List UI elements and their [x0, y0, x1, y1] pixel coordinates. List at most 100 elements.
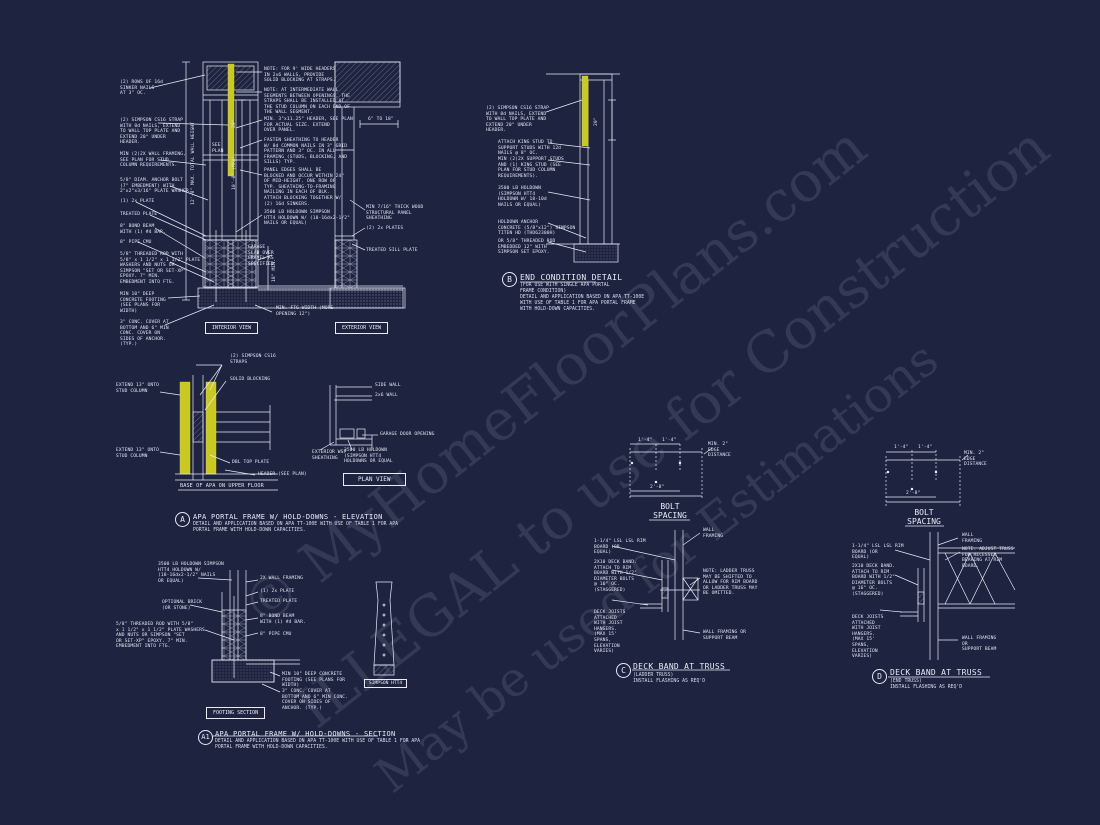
- interior-rnote-8: MIN. FTG WIDTH (MORE OPENING 12"): [276, 306, 334, 317]
- interior-dim-10ft: 10'-0" (MAX): [232, 155, 237, 190]
- exterior-dim: 6" TO 18": [368, 117, 394, 122]
- plan-view-drawing: [319, 385, 378, 451]
- bolt-d-dim-3: 2'-8": [906, 491, 921, 496]
- end-note-6: OR 5/8" THREADED ROD EMBEDDED 12" WITH S…: [498, 239, 556, 256]
- deck-d-note-truss: NOTE: ADJUST TRUSS FOR RECESSED BEARING …: [962, 547, 1014, 569]
- detail-b-marker: B: [502, 272, 517, 287]
- end-note-3: MIN (2)2X SUPPORT STUDS AND (1) KING STU…: [498, 157, 564, 179]
- detail-d-subtitle: (END TRUSS) INSTALL FLASHING AS REQ'D: [890, 679, 963, 690]
- exterior-note-3: TREATED SILL PLATE: [366, 248, 418, 253]
- deck-band-d-drawing: [879, 532, 1016, 660]
- bolt-d-dim-1: 1'-4": [894, 445, 909, 450]
- deck-d-note-joists: DECK JOISTS ATTACHED WITH JOIST HANGERS.…: [852, 615, 884, 660]
- interior-rnote-1: NOTE: FOR 9' WIDE HEADERS IN 2x6 WALLS, …: [264, 67, 336, 84]
- simpson-htt4-label: SIMPSON HTT4: [364, 679, 408, 688]
- portal-note-straps: (2) SIMPSON CS16 STRAPS: [230, 354, 276, 365]
- deck-d-note-band: 2X10 DECK BAND. ATTACH TO RIM BOARD WITH…: [852, 564, 895, 597]
- detail-c-marker: C: [616, 663, 631, 678]
- bolt-d-title: BOLT SPACING: [907, 508, 941, 526]
- interior-note-3: MIN (2)2X WALL FRAMING, SEE PLAN FOR STU…: [120, 152, 186, 169]
- bolt-c-title: BOLT SPACING: [653, 502, 687, 520]
- section-note-cmu: 8" PIPE CMU: [260, 632, 292, 637]
- bolt-d-edge: MIN. 2" EDGE DISTANCE: [964, 451, 987, 468]
- interior-rnote-4: FASTEN SHEATHING TO HEADER W/ 8d COMMON …: [264, 138, 348, 166]
- interior-view-label: INTERIOR VIEW: [205, 322, 259, 334]
- end-dim-20in: 20": [594, 117, 599, 126]
- section-note-brick: OPTIONAL BRICK (OR STONE): [162, 600, 203, 611]
- detail-a-marker: A: [175, 512, 190, 527]
- interior-dim-see-plan: SEE PLAN: [212, 143, 224, 154]
- deck-c-note-wall: WALL FRAMING: [703, 528, 724, 539]
- plan-view-label: PLAN VIEW: [343, 473, 406, 486]
- interior-dim-12ft: 12'-0" MAX. TOTAL WALL HEIGHT: [191, 121, 196, 205]
- portal-note-extend-bottom: EXTEND 13" ONTO STUD COLUMN: [116, 448, 159, 459]
- portal-caption: BASE OF APA ON UPPER FLOOR: [180, 483, 264, 489]
- portal-note-extend-top: EXTEND 13" ONTO STUD COLUMN: [116, 383, 159, 394]
- detail-d-marker: D: [872, 669, 887, 684]
- portal-note-blocking: SOLID BLOCKING: [230, 377, 271, 382]
- detail-a-title: APA PORTAL FRAME W/ HOLD-DOWNS - ELEVATI…: [193, 513, 383, 521]
- end-condition-drawing: [545, 73, 620, 263]
- deck-c-note-ladder: NOTE: LADDER TRUSS MAY BE SHIFTED TO ALL…: [703, 569, 758, 597]
- section-note-bond: 8" BOND BEAM WITH (1) #4 BAR.: [260, 614, 306, 625]
- section-note-holdown: 3500 LB HOLDOWN SIMPSON HTT4 HOLDOWN W/ …: [158, 562, 224, 584]
- interior-rnote-5: PANEL EDGES SHALL BE BLOCKED AND OCCUR W…: [264, 168, 345, 207]
- portal-elevation-drawing: [159, 364, 278, 481]
- interior-rnote-2: NOTE: AT INTERMEDIATE WALL SEGMENTS BETW…: [264, 88, 350, 116]
- interior-dim-18in: 18" MIN.: [272, 259, 277, 282]
- plan-note-2x6: 2x6 WALL: [375, 393, 398, 398]
- interior-note-11: 3" CONC. COVER AT BOTTOM AND 6" MIN CONC…: [120, 320, 169, 348]
- deck-c-note-band: 2X10 DECK BAND. ATTACH TO RIM BOARD WITH…: [594, 560, 637, 593]
- end-note-1: (2) SIMPSON CS16 STRAP WITH 8d NAILS, EX…: [486, 106, 550, 134]
- plan-note-garage: GARAGE DOOR OPENING: [380, 432, 435, 437]
- exterior-view-label: EXTERIOR VIEW: [335, 322, 389, 334]
- interior-rnote-7: GARAGE SLAB OVER GRAVEL AS SPECIFIED: [248, 245, 274, 267]
- deck-d-note-wall: WALL FRAMING: [962, 533, 983, 544]
- detail-d-title: DECK BAND AT TRUSS: [890, 668, 983, 677]
- bolt-spacing-c-drawing: [629, 443, 713, 500]
- interior-note-9: 5/8" THREADED ROD WITH 5/8" x 1 1/2" x 1…: [120, 252, 201, 285]
- interior-note-8: 8" PIPE CMU: [120, 240, 152, 245]
- end-note-4: 3500 LB HOLDOWN (SIMPSON HTT4 HOLDOWN W/…: [498, 186, 547, 208]
- deck-d-note-beam: WALL FRAMING OR SUPPORT BEAM: [962, 636, 997, 653]
- section-note-footing: MIN 10" DEEP CONCRETE FOOTING (SEE PLANS…: [282, 672, 346, 689]
- footing-section-drawing: [189, 570, 395, 693]
- deck-c-note-beam: WALL FRAMING OR SUPPORT BEAM: [703, 630, 746, 641]
- bolt-c-edge: MIN. 2" EDGE DISTANCE: [708, 442, 731, 459]
- deck-d-note-rim: 1-1/4" LSL LSL RIM BOARD (OR EQUAL): [852, 544, 904, 561]
- exterior-note-1: MIN 7/16" THICK WOOD STRUCTURAL PANEL SH…: [366, 205, 424, 222]
- interior-rnote-3: MIN. 3"x11.25" HEADER, SEE PLAN FOR ACTU…: [264, 117, 353, 134]
- deck-c-note-rim: 1-1/4" LSL LSL RIM BOARD (OR EQUAL): [594, 539, 646, 556]
- detail-a1-marker: A1: [198, 730, 213, 745]
- interior-note-2: (2) SIMPSON CS16 STRAP WITH 8d NAILS, EX…: [120, 118, 184, 146]
- plan-note-holdown: 3500 LB HOLDOWN (SIMPSON HTT4 HOLDOWNS O…: [344, 448, 393, 465]
- interior-note-10: MIN 10" DEEP CONCRETE FOOTING (SEE PLANS…: [120, 292, 166, 314]
- interior-note-7: 8" BOND BEAM WITH (1) #4 BAR.: [120, 224, 166, 235]
- detail-c-title: DECK BAND AT TRUSS: [633, 662, 726, 671]
- portal-note-top-plate: DBL TOP PLATE: [232, 460, 270, 465]
- end-note-5: HOLDOWN ANCHOR CONCRETE (5/8"x12") SIMPS…: [498, 220, 576, 237]
- bolt-c-dim-3: 2'-8": [650, 485, 665, 490]
- bolt-spacing-d-drawing: [885, 450, 969, 506]
- section-note-plate: (1) 2x PLATE: [260, 589, 295, 594]
- section-note-treated: TREATED PLATE: [260, 599, 298, 604]
- detail-a1-title: APA PORTAL FRAME W/ HOLD-DOWNS - SECTION: [215, 730, 396, 738]
- deck-c-note-joists: DECK JOISTS ATTACHED WITH JOIST HANGERS.…: [594, 610, 626, 655]
- section-note-wall: 2X WALL FRAMING: [260, 576, 303, 581]
- plan-note-sheathing: EXTERIOR WSP SHEATHING: [312, 450, 347, 461]
- detail-a1-subtitle: DETAIL AND APPLICATION BASED ON APA TT-1…: [215, 739, 421, 750]
- bolt-d-dim-2: 1'-4": [918, 445, 933, 450]
- detail-c-subtitle: (LADDER TRUSS) INSTALL FLASHING AS REQ'D: [633, 673, 706, 684]
- bolt-c-dim-1: 1'-4": [638, 438, 653, 443]
- interior-note-5: (1) 2x PLATE: [120, 199, 155, 204]
- interior-note-6: TREATED PLATE: [120, 212, 158, 217]
- interior-note-4: 5/8" DIAM. ANCHOR BOLT (7" EMBEDMENT) WI…: [120, 178, 192, 195]
- exterior-view-drawing: [329, 61, 406, 309]
- deck-band-c-drawing: [611, 530, 701, 640]
- plan-note-side-wall: SIDE WALL: [375, 383, 401, 388]
- portal-note-header: HEADER (SEE PLAN): [258, 472, 307, 477]
- section-note-rod: 5/8" THREADED ROD WITH 5/8" x 1 1/2" x 1…: [116, 622, 205, 650]
- footing-section-label: FOOTING SECTION: [206, 707, 266, 719]
- interior-note-1: (2) ROWS OF 16d SINKER NAILS AT 3" OC.: [120, 80, 163, 97]
